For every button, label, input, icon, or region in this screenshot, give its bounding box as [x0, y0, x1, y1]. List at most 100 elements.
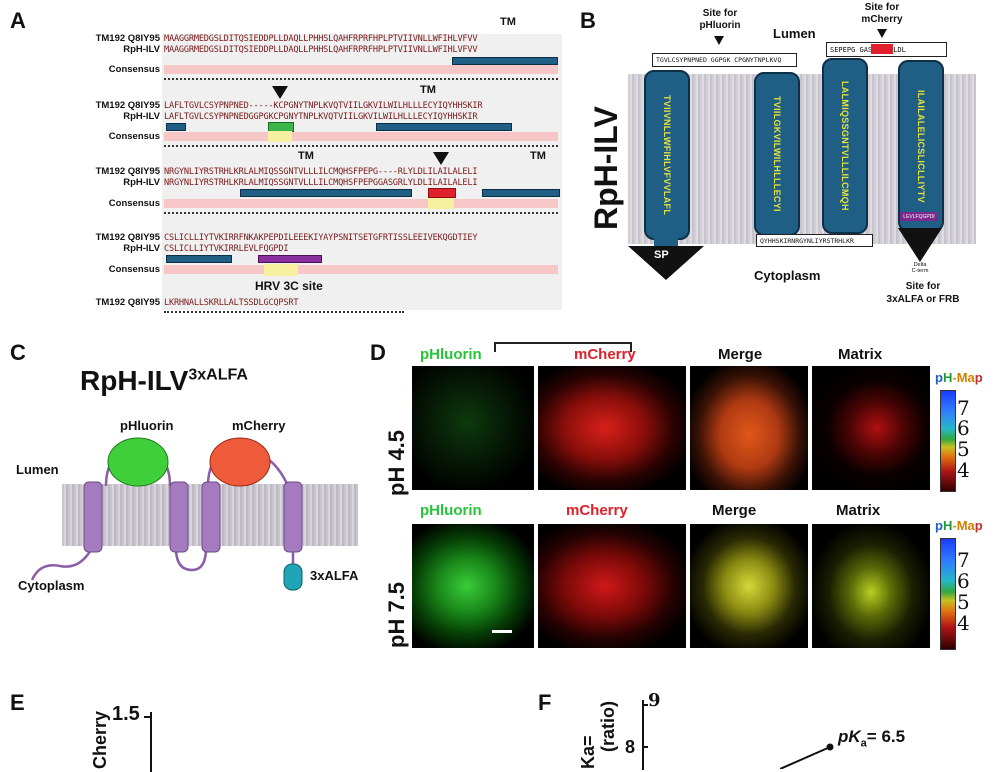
tm-label-4: TM: [530, 150, 546, 162]
sp-label: SP: [654, 249, 669, 261]
consensus-dots: [164, 311, 404, 313]
mcherry-site-highlight: [871, 44, 893, 54]
image-phluorin-ph75: [412, 524, 534, 648]
seq-name: TM192 Q8IY95: [95, 100, 160, 111]
insertion-arrow-2: [433, 152, 449, 165]
tm-helix-c2: [169, 481, 189, 553]
delta-arrow: [898, 228, 942, 262]
consensus-bar: [164, 65, 558, 74]
seq-name: TM192 Q8IY95: [95, 297, 160, 308]
seq-name: TM192 Q8IY95: [95, 166, 160, 177]
col-phluorin-1: pHluorin: [420, 346, 482, 363]
colorbar-1-tick-6: 6: [957, 416, 970, 440]
panel-e-tick-1-5: 1.5: [112, 703, 140, 725]
hrv-consensus-yellow: [264, 264, 298, 276]
tm-bar: [166, 255, 232, 263]
helix-1: TVIIVNLLWFIHLVFVVLAFL: [644, 70, 690, 240]
insertion-consensus-yellow: [428, 198, 454, 209]
seq-name: RpH-ILV: [123, 111, 160, 122]
consensus-dots: [164, 145, 558, 147]
panel-label-b: B: [580, 8, 596, 33]
panel-f-ylabel-1: Ka=: [578, 735, 598, 769]
image-matrix-ph75: [812, 524, 930, 648]
insertion-arrow-1: [272, 86, 288, 99]
image-merge-ph75: [690, 524, 808, 648]
tm-bar: [482, 189, 560, 197]
image-phluorin-ph45: [412, 366, 534, 490]
col-merge-1: Merge: [718, 346, 763, 363]
panel-f-tick-mark-9: [642, 704, 648, 706]
helix-4: ILAILALELICSLICLLIYTV: [898, 60, 944, 232]
tm-bar: [452, 57, 558, 65]
image-mcherry-ph45: [538, 366, 686, 490]
seq-row: LAFLTGVLCSYPNPNEDGGPGKCPGNYTNPLKVQTVIILG…: [164, 112, 478, 122]
colorbar-2-tick-4: 4: [957, 611, 970, 635]
alignment-background: [162, 34, 562, 310]
site-alfa-label: Site for 3xALFA or FRB: [886, 281, 960, 305]
panel-f-tick-9: 9: [648, 690, 661, 711]
data-point: [826, 743, 834, 751]
tm-bar: [240, 189, 412, 197]
consensus-label: Consensus: [108, 264, 160, 275]
tm-helix-c4: [283, 481, 303, 553]
insertion-highlight-red: [428, 188, 456, 198]
panel-e-tick-mark: [144, 716, 150, 718]
panel-label-c: C: [10, 340, 26, 365]
seq-name: RpH-ILV: [123, 44, 160, 55]
bracket-line: [494, 342, 632, 344]
col-mcherry-1: mCherry: [574, 346, 636, 363]
colorbar-2-tick-7: 7: [957, 548, 970, 572]
delta-cterm-label: Delta C-term: [911, 262, 929, 274]
bracket-right-tick: [630, 342, 632, 352]
title-rph-ilv: RpH-ILV: [588, 106, 624, 230]
mcherry-label: mCherry: [232, 418, 286, 433]
seq-name: RpH-ILV: [123, 177, 160, 188]
alfa-label: 3xALFA: [310, 568, 359, 583]
col-phluorin-2: pHluorin: [420, 502, 482, 519]
tm-label-2: TM: [420, 84, 436, 96]
consensus-dots: [164, 212, 558, 214]
seq-row: NRGYNLIYRSTRHLKRLALMIQSSGNTVLLLILCMQHSFP…: [164, 167, 478, 177]
tm-bar: [166, 123, 186, 131]
seq-name: RpH-ILV: [123, 243, 160, 254]
consensus-label: Consensus: [108, 131, 160, 142]
lumen-label-c: Lumen: [16, 462, 59, 477]
colorbar-1-tick-7: 7: [957, 396, 970, 420]
loop-box-3: QYHHSKIRNRGYNLIYRSTRHLKR: [756, 234, 873, 247]
image-mcherry-ph75: [538, 524, 686, 648]
panel-f-ylabel-2: (ratio): [598, 701, 618, 752]
bracket-left-tick: [494, 342, 496, 352]
consensus-bar: [164, 265, 558, 274]
helix-2: TVIILGKVILWILHLLLECYI: [754, 72, 800, 236]
seq-row: NRGYNLIYRSTRHLKRLALMIQSSGNTVLLLILCMQHSFP…: [164, 178, 478, 188]
seq-name: TM192 Q8IY95: [95, 33, 160, 44]
pH-map-label-1: pH-Map: [935, 370, 983, 385]
consensus-bar: [164, 132, 558, 141]
seq-row: MAAGGRMEDGSLDITQSIEDDPLLDAQLLPHHSLQAHFRP…: [164, 34, 478, 44]
cytoplasm-label: Cytoplasm: [754, 268, 821, 283]
site-phluorin-arrow: [714, 36, 724, 45]
mcherry-blob: [209, 437, 271, 487]
panel-label-e: E: [10, 690, 25, 715]
sp-arrow: [628, 246, 704, 280]
colorbar-2-tick-6: 6: [957, 569, 970, 593]
image-merge-ph45: [690, 366, 808, 490]
hrv-site-bar: [258, 255, 322, 263]
site-phluorin-label: Site for pHluorin: [699, 8, 741, 31]
pka-label: pKa= 6.5: [838, 727, 906, 750]
lumen-label: Lumen: [773, 26, 816, 41]
consensus-dots: [164, 78, 558, 80]
col-matrix-2: Matrix: [836, 502, 881, 519]
consensus-label: Consensus: [108, 64, 160, 75]
panel-f-axis: [642, 700, 644, 770]
sp-stem: [654, 236, 678, 246]
consensus-bar: [164, 199, 558, 208]
colorbar-1: [940, 390, 956, 492]
fit-line: [780, 746, 831, 769]
tm-label-1: TM: [500, 16, 516, 28]
seq-row: LAFLTGVLCSYPNPNED-----KCPGNYTNPLKVQTVIIL…: [164, 101, 483, 111]
seq-name: TM192 Q8IY95: [95, 232, 160, 243]
colorbar-1-tick-5: 5: [957, 437, 970, 461]
tm-label-3: TM: [298, 150, 314, 162]
scale-bar: [492, 630, 512, 633]
